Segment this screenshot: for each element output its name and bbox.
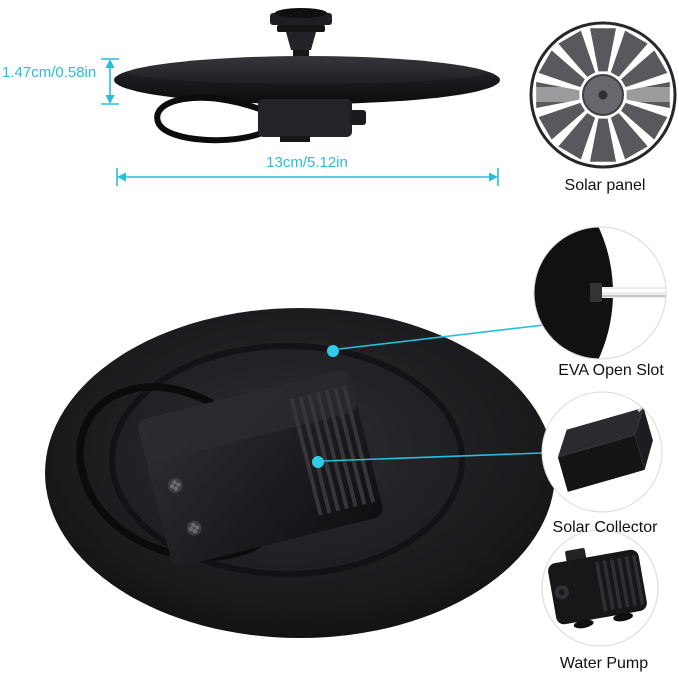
fountain-side-view (114, 8, 500, 144)
height-dimension-label: 1.47cm/0.58in (2, 64, 97, 81)
nozzle-head (270, 8, 332, 61)
fountain-bottom-view (45, 308, 555, 638)
eva-slot-clamp (590, 283, 602, 302)
callout-dot-eva (327, 345, 339, 357)
pump-unit (138, 370, 383, 567)
callout-line-solar-collector (323, 452, 543, 462)
pump-connector-2 (186, 520, 202, 536)
recess-rim (109, 343, 465, 577)
width-dimension-label: 13cm/5.12in (266, 154, 348, 171)
callout-dot-solar-collector (312, 456, 324, 468)
width-dimension-arrow (116, 168, 499, 186)
callout-label-water-pump: Water Pump (559, 655, 649, 672)
pump-box-side (154, 94, 366, 144)
solar-panel-hub (582, 74, 624, 116)
inset-solar-collector (541, 391, 663, 513)
power-cable-side (154, 94, 271, 144)
inset-water-pump (541, 529, 659, 647)
inset-eva-open-slot (533, 226, 667, 360)
callout-line-eva (338, 324, 545, 350)
water-pump-body (548, 548, 647, 629)
inset-solar-panel (529, 21, 677, 169)
callout-label-eva-open-slot: EVA Open Slot (558, 362, 664, 379)
callout-label-solar-collector: Solar Collector (552, 519, 658, 536)
callout-label-solar-panel: Solar panel (564, 177, 646, 194)
solar-collector-box (557, 398, 653, 492)
height-dimension-arrow (101, 58, 119, 105)
float-disc-side (114, 56, 500, 104)
pump-connector-1 (167, 477, 183, 493)
